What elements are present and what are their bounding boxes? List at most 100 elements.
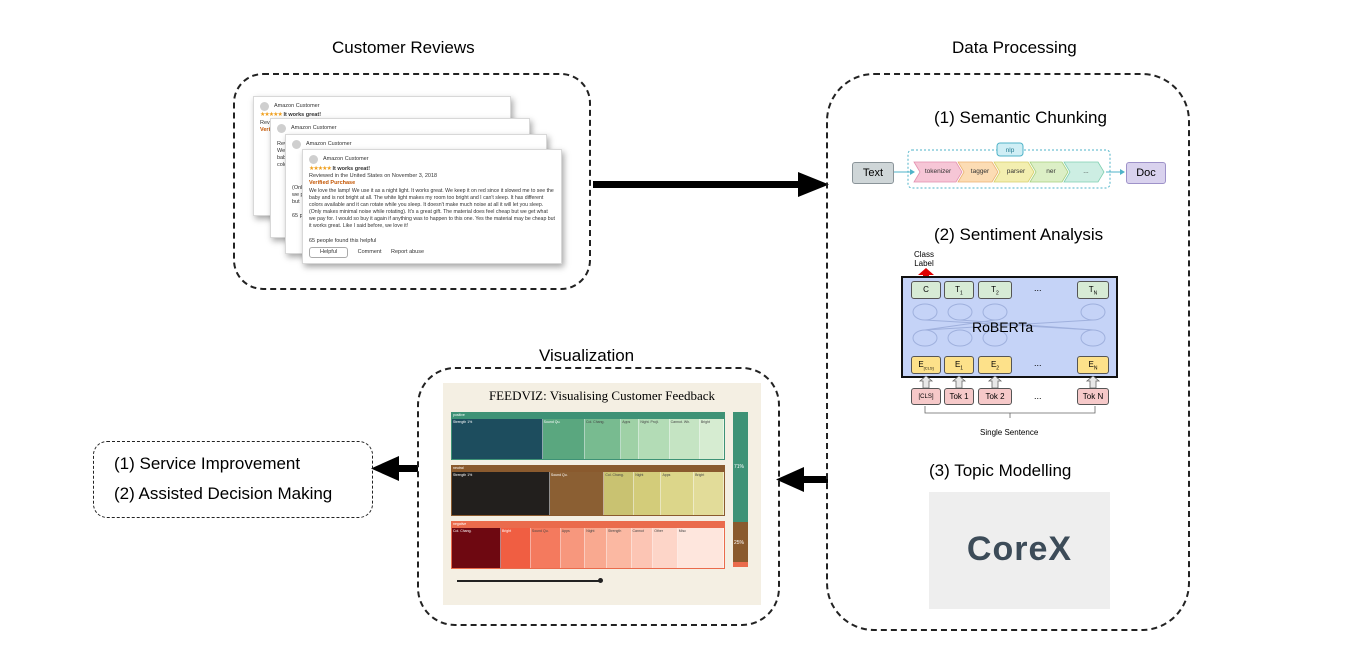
nlp-label: nlp: [1005, 147, 1015, 154]
avatar: [277, 124, 286, 133]
treemap-cell[interactable]: Bright: [694, 472, 724, 515]
treemap-cell[interactable]: Col. Chang.: [584, 419, 622, 459]
review-body: We love the lamp! We use it as a night l…: [309, 188, 555, 229]
star-rating: ★★★★★: [309, 166, 332, 172]
treemap-cell[interactable]: Other: [653, 528, 678, 568]
reviewed-line: Reviewed in the United States on Novembe…: [309, 173, 438, 179]
token-subscript: [CLS]: [923, 365, 934, 371]
helpful-count: 65 p: [292, 213, 303, 219]
customer-reviews-title: Customer Reviews: [332, 38, 475, 57]
arrow-reviews-to-processing: [593, 172, 829, 197]
token-subscript: N: [1093, 365, 1098, 372]
review-body-fragment: we p: [292, 192, 304, 198]
verified-badge: Verifi: [260, 127, 274, 133]
pipeline-step-parser: [993, 161, 1035, 183]
nlp-label-box: [996, 142, 1024, 157]
review-body-fragment: colo: [277, 162, 288, 168]
treemap-cell[interactable]: Apps: [621, 419, 640, 459]
reviewer-name: Amazon Customer: [291, 125, 337, 131]
treemap-cell[interactable]: Bright: [699, 419, 724, 459]
treemap-cell[interactable]: Apps: [560, 528, 586, 568]
embedding-token-cls: E[CLS]: [911, 356, 941, 374]
time-slider-handle[interactable]: [598, 578, 603, 583]
output-token-2: T2: [978, 281, 1012, 299]
star-rating: ★★★★★: [260, 112, 283, 118]
embedding-token-2: E2: [978, 356, 1012, 374]
class-label-text: Class Label: [906, 250, 942, 268]
sentence-bracket: [924, 406, 1096, 418]
review-headline: It works great!: [283, 112, 322, 118]
output-token-1: T1: [944, 281, 974, 299]
share-neutral: [733, 522, 748, 562]
reviewed-line: Revi: [277, 141, 289, 147]
share-negative: [733, 562, 748, 567]
time-slider-track[interactable]: [457, 580, 601, 582]
verified-badge: Verified Purchase: [309, 180, 356, 186]
treemap-cell[interactable]: Night: [634, 472, 662, 515]
text-input-box: Text: [852, 162, 894, 184]
input-token-2: Tok 2: [978, 388, 1012, 405]
data-processing-box: [826, 73, 1190, 631]
class-label-line-2: Label: [914, 259, 934, 268]
helpful-count: 65 people found this helpful: [309, 238, 377, 244]
treemap-cell[interactable]: Strength: [607, 528, 632, 568]
treemap-cell[interactable]: Bright: [500, 528, 531, 568]
token-text: T: [955, 285, 961, 294]
attention-connections: [912, 303, 1106, 347]
reviewer-name: Amazon Customer: [323, 156, 369, 162]
sentiment-analysis-title: (2) Sentiment Analysis: [934, 225, 1104, 244]
roberta-label: RoBERTa: [972, 319, 1034, 335]
treemap-row-neutral: neutral Strength 1%Sound Qu.Col. Chang.N…: [451, 465, 725, 516]
treemap-cell[interactable]: Sound Qu.: [542, 419, 585, 459]
token-text: E: [954, 360, 961, 369]
treemap-cell[interactable]: Night. Projt.: [639, 419, 670, 459]
outcomes-box: [93, 441, 373, 518]
review-body-fragment: but: [292, 199, 300, 205]
token-text: C: [923, 285, 929, 294]
helpful-button[interactable]: Helpful: [309, 247, 349, 258]
treemap-cell[interactable]: Misc: [677, 528, 724, 568]
avatar: [309, 155, 318, 164]
treemap-cell[interactable]: Apps: [661, 472, 695, 515]
treemap-cell[interactable]: Cannot. Wh.: [669, 419, 700, 459]
report-abuse-link[interactable]: Report abuse: [391, 249, 425, 255]
treemap-cell[interactable]: Col. Chang.: [604, 472, 635, 515]
share-positive-label: 71%: [734, 464, 745, 470]
output-token-n: TN: [1077, 281, 1109, 299]
reviewer-name: Amazon Customer: [274, 103, 320, 109]
treemap-cell[interactable]: Strength 1%: [452, 472, 550, 515]
input-token-ellipsis: ...: [1034, 391, 1042, 401]
token-text: E: [1088, 360, 1094, 369]
input-token-cls: [CLS]: [911, 388, 941, 405]
sentiment-share-bar: 71% 25%: [733, 412, 748, 567]
treemap-cell[interactable]: Night: [585, 528, 608, 568]
corex-logo: CoreX: [966, 530, 1073, 568]
treemap-cell[interactable]: Sound Qu.: [549, 472, 605, 515]
pipeline-step-tagger: [957, 161, 999, 183]
treemap-row-label: neutral: [453, 466, 464, 470]
token-text: E: [990, 360, 997, 369]
treemap-row-label: negative: [453, 522, 467, 526]
comment-link[interactable]: Comment: [357, 249, 382, 255]
token-subscript: 1: [960, 365, 964, 372]
pipeline-step-more: [1063, 161, 1105, 183]
share-neutral-label: 25%: [734, 540, 745, 546]
reviewed-line: Revi: [260, 120, 272, 126]
treemap-cell[interactable]: Cannot: [631, 528, 654, 568]
review-headline: It works great!: [332, 166, 371, 172]
pipeline-step-tokenizer: [913, 161, 963, 183]
token-text: T: [1088, 285, 1094, 294]
tokenizer-label: tokenizer: [924, 168, 952, 175]
treemap-cell[interactable]: Col. Chang.: [452, 528, 501, 568]
ner-label: ner: [1046, 168, 1056, 175]
token-subscript: N: [1093, 290, 1098, 297]
visualization-box: [417, 367, 780, 626]
feedviz-title: FEEDVIZ: Visualising Customer Feedback: [488, 388, 716, 403]
outcome-service-improvement: (1) Service Improvement: [114, 454, 301, 473]
treemap-cell[interactable]: Strength 1%: [452, 419, 543, 459]
treemap-cell[interactable]: Sound Qu.: [530, 528, 561, 568]
